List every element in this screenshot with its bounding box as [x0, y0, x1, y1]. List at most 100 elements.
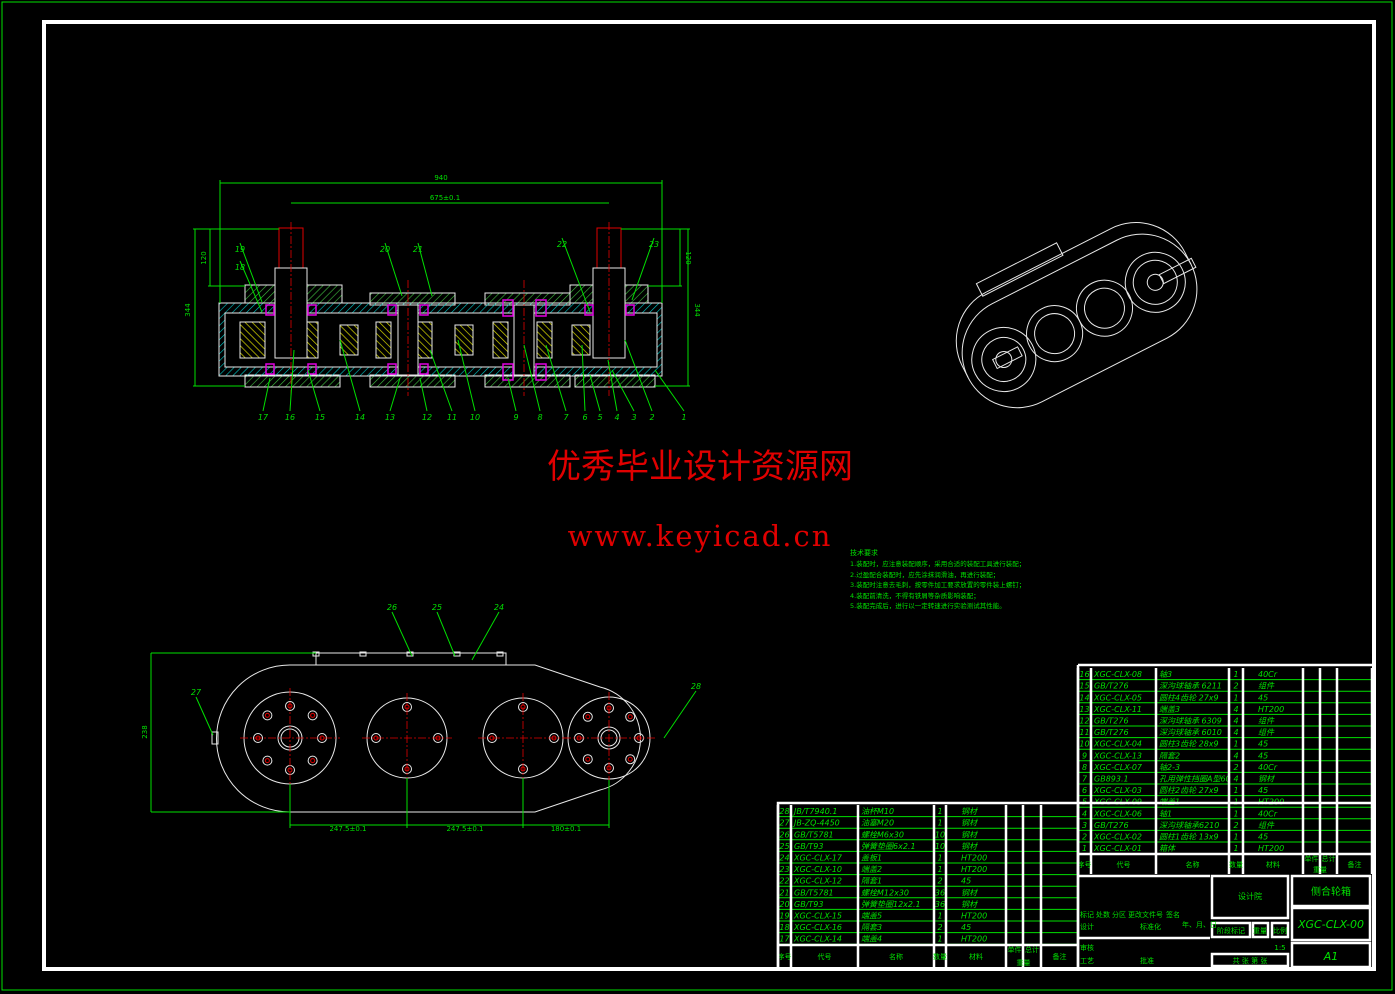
balloon-24: 24	[494, 603, 504, 612]
balloon-16: 16	[285, 413, 295, 422]
bom-name: 盖板1	[861, 854, 882, 863]
balloon-7: 7	[563, 413, 569, 422]
process-label: 工艺	[1080, 957, 1094, 965]
bom-name: 端盖4	[861, 935, 882, 944]
bom-header-cell: 序号	[1078, 860, 1092, 869]
bom-qty: 1	[937, 935, 942, 944]
bom-header-cell: 材料	[969, 952, 983, 961]
dim-center-distance: 675±0.1	[430, 194, 460, 202]
bom-code: XGC-CLX-15	[793, 912, 842, 921]
bom-material: HT200	[1258, 844, 1284, 853]
leader-line	[389, 377, 401, 412]
bom-qty: 1	[937, 865, 942, 874]
cover-bolt	[496, 651, 504, 657]
bom-qty: 10	[935, 842, 945, 851]
bom-header-cell: 数量	[1229, 860, 1243, 869]
bom-material: 45	[1258, 833, 1268, 842]
bom-header-cell: 备注	[1348, 860, 1362, 869]
balloon-27: 27	[191, 688, 202, 697]
leader-line	[417, 242, 433, 297]
dim-shaft-left: 120	[200, 251, 208, 264]
bom-code: XGC-CLX-05	[1093, 693, 1142, 702]
bom-code: GB/T276	[1094, 717, 1129, 726]
leader-line	[607, 359, 618, 412]
bolt-hole	[582, 711, 593, 722]
bom-name: 弹簧垫圈12x2.1	[861, 900, 921, 909]
bom-qty: 2	[1233, 763, 1238, 772]
balloon-11: 11	[447, 413, 457, 422]
bom-header-cell: 总计	[1322, 854, 1336, 863]
bolt-hole	[307, 710, 318, 721]
dim-overall-length: 940	[434, 174, 447, 182]
stage-mark-label: 阶段标记	[1217, 926, 1245, 935]
balloon-25: 25	[432, 603, 442, 612]
bolt-hole-center	[310, 758, 316, 764]
watermark-url: www.keyicad.cn	[568, 519, 833, 553]
bom-material: 45	[961, 877, 971, 886]
bom-material: 钢材	[1258, 775, 1275, 784]
bolt-holes	[253, 651, 644, 775]
leader-line	[624, 339, 653, 412]
tech-req-item: 5.装配完成后，进行以一定转速进行实验测试其性能。	[850, 601, 1006, 610]
bom-qty: 4	[1233, 775, 1238, 784]
bom-header: 序号代号名称数量材料单件总计重量备注	[778, 945, 1067, 967]
leader-line	[384, 242, 403, 297]
balloon-5: 5	[597, 413, 602, 422]
bom-header-cell: 序号	[778, 952, 792, 961]
bom-header-cell: 备注	[1053, 952, 1067, 961]
technical-requirements: 技术要求 1.装配时，应注意装配顺序，采用合适的装配工具进行装配； 2.过盈配合…	[850, 548, 1025, 610]
balloon-3: 3	[631, 413, 636, 422]
bom-code: XGC-CLX-04	[1093, 740, 1142, 749]
bom-seq: 3	[1082, 821, 1087, 830]
scale-label: 比例	[1273, 926, 1287, 935]
bom-header-cell: 名称	[889, 952, 903, 961]
bom-qty: 36	[935, 900, 945, 909]
bom-seq: 12	[1079, 717, 1089, 726]
bom-seq: 16	[1079, 670, 1089, 679]
bolt-hole	[582, 754, 593, 765]
approve-label: 批准	[1140, 956, 1154, 965]
bom-name: 油塞M20	[861, 819, 894, 828]
bom-header-cell: 单件	[1305, 854, 1319, 863]
bom-code: JB-ZQ-4450	[792, 819, 840, 828]
bom-code: JB/T7940.1	[792, 807, 837, 816]
bom-name: 螺栓M6x30	[861, 830, 904, 839]
leader-line	[262, 377, 271, 412]
bom-material: HT200	[961, 935, 987, 944]
bom-qty: 1	[1233, 670, 1238, 679]
bom-name: 轴2-3	[1159, 763, 1180, 772]
watermark-title: 优秀毕业设计资源网	[547, 447, 853, 487]
weight-label: 重量	[1253, 927, 1267, 935]
date-label: 年、月、日	[1182, 920, 1217, 929]
bom-code: GB/T276	[1094, 821, 1129, 830]
balloon-10: 10	[470, 413, 480, 422]
bom-name: 深沟球轴承 6211	[1159, 682, 1222, 691]
bom-seq: 23	[779, 865, 789, 874]
leader-line	[561, 237, 591, 313]
leader-line	[457, 339, 476, 412]
scale-value: 1:5	[1274, 944, 1285, 952]
bom-code: GB893.1	[1094, 775, 1129, 784]
bom-code: XGC-CLX-16	[793, 923, 842, 932]
bom-qty: 1	[1233, 844, 1238, 853]
change-doc-label: 更改文件号	[1128, 910, 1163, 919]
balloon-22: 22	[557, 240, 567, 249]
bom-qty: 36	[935, 888, 945, 897]
bom-qty: 1	[937, 819, 942, 828]
bom-seq: 7	[1082, 775, 1088, 784]
bom-code: XGC-CLX-01	[1093, 844, 1142, 853]
bom-material: 钢材	[961, 807, 978, 816]
balloon-9: 9	[513, 413, 518, 422]
bom-code: XGC-CLX-07	[1093, 763, 1143, 772]
bom-material: 钢材	[961, 900, 978, 909]
bom-code: XGC-CLX-13	[1093, 751, 1142, 760]
